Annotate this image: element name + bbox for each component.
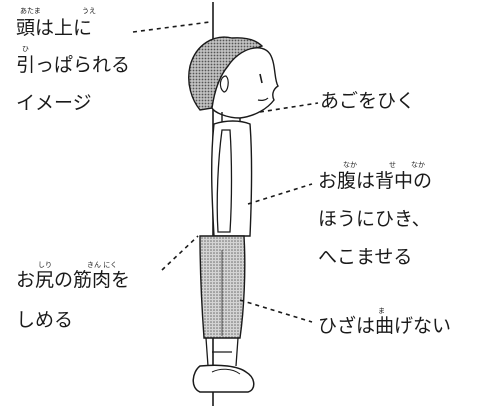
eye bbox=[259, 73, 263, 84]
shoe bbox=[192, 364, 255, 393]
label-belly-line3: へこませる bbox=[318, 246, 413, 268]
label-knees: ひざは曲げない bbox=[318, 315, 452, 337]
label-head-line1: 頭は上に bbox=[16, 17, 93, 39]
chin-leader bbox=[259, 102, 319, 113]
head-leader bbox=[132, 21, 211, 33]
mouth bbox=[257, 97, 269, 101]
furigana-hiku: ひ bbox=[22, 45, 29, 53]
furigana-ma: ま bbox=[378, 307, 385, 315]
furigana-se: せ bbox=[389, 161, 396, 169]
furigana-kinniku: きん にく bbox=[87, 261, 118, 269]
label-chin: あごをひく bbox=[320, 90, 416, 112]
label-head-line3: イメージ bbox=[16, 92, 92, 114]
furigana-atama: あたま bbox=[20, 7, 41, 15]
label-belly-line2: ほうにひき、 bbox=[318, 208, 431, 230]
furigana-naka: なか bbox=[343, 161, 357, 169]
belly-leader bbox=[247, 183, 313, 205]
label-belly-line1: お腹は背中の bbox=[318, 170, 433, 192]
arm bbox=[216, 129, 233, 233]
knees-leader bbox=[239, 299, 313, 323]
furigana-ue: うえ bbox=[82, 7, 96, 15]
socks bbox=[205, 337, 239, 367]
buttocks-leader bbox=[161, 235, 199, 271]
label-buttocks-line2: しめる bbox=[16, 309, 74, 331]
furigana-shiri: しり bbox=[38, 261, 52, 269]
ear bbox=[219, 75, 229, 93]
label-buttocks-line1: お尻の筋肉を bbox=[16, 269, 131, 291]
label-head-line2: 引っぱられる bbox=[16, 54, 131, 76]
furigana-senaka: なか bbox=[411, 161, 425, 169]
